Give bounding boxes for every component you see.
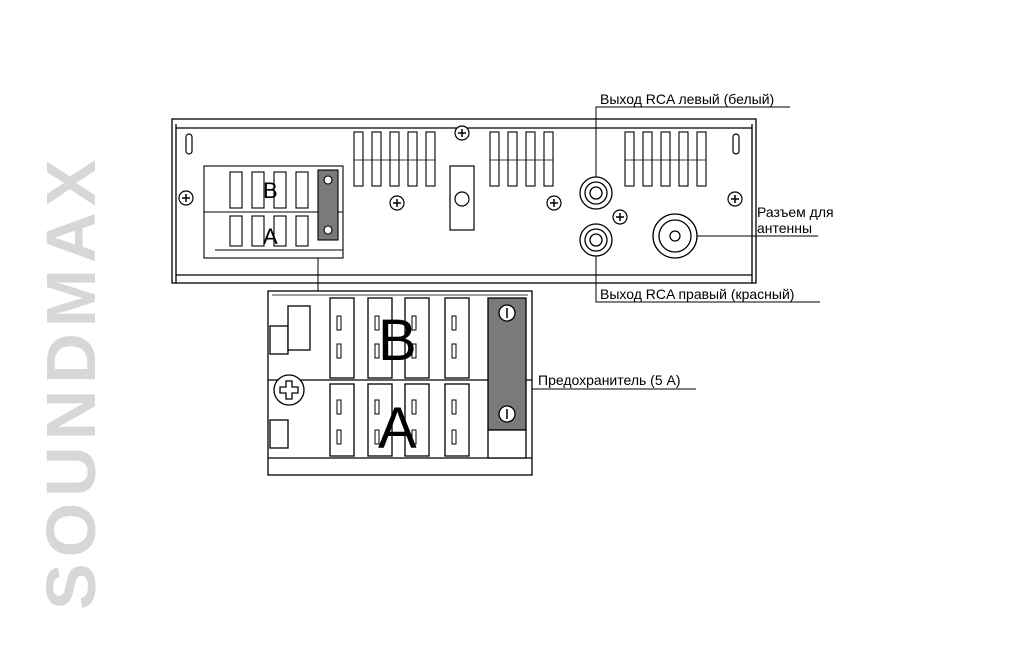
screw-icon <box>273 374 305 406</box>
callout-lines <box>532 106 820 390</box>
brand-watermark: SOUNDMAX <box>32 154 110 610</box>
antenna-jack-icon <box>652 213 698 259</box>
screw-icon <box>546 195 562 211</box>
label-antenna-line2: антенны <box>757 220 812 236</box>
connector-enlarged-label-b: B <box>378 308 417 373</box>
connector-small-label-b: B <box>263 178 278 203</box>
slot-right <box>732 133 740 155</box>
label-rca-right: Выход RCA правый (красный) <box>600 286 794 302</box>
connector-small <box>203 165 344 259</box>
pin-slots <box>336 315 457 445</box>
screw-icon <box>612 209 628 225</box>
screw-icon <box>389 195 405 211</box>
rca-right-jack-icon <box>579 223 613 257</box>
rca-left-jack-icon <box>579 176 613 210</box>
screw-icon <box>727 191 743 207</box>
screw-icon <box>454 125 470 141</box>
connector-small-label-a: A <box>263 224 278 249</box>
connector-enlarged <box>267 290 533 476</box>
label-fuse: Предохранитель (5 A) <box>538 372 681 388</box>
label-rca-left: Выход RCA левый (белый) <box>600 91 774 107</box>
connector-enlarged-label-a: A <box>378 396 417 461</box>
label-antenna-line1: Разъем для <box>757 204 834 220</box>
screw-icon <box>178 190 194 206</box>
center-mount <box>449 165 475 231</box>
vent-slots <box>353 131 707 187</box>
slot-left <box>185 133 193 155</box>
